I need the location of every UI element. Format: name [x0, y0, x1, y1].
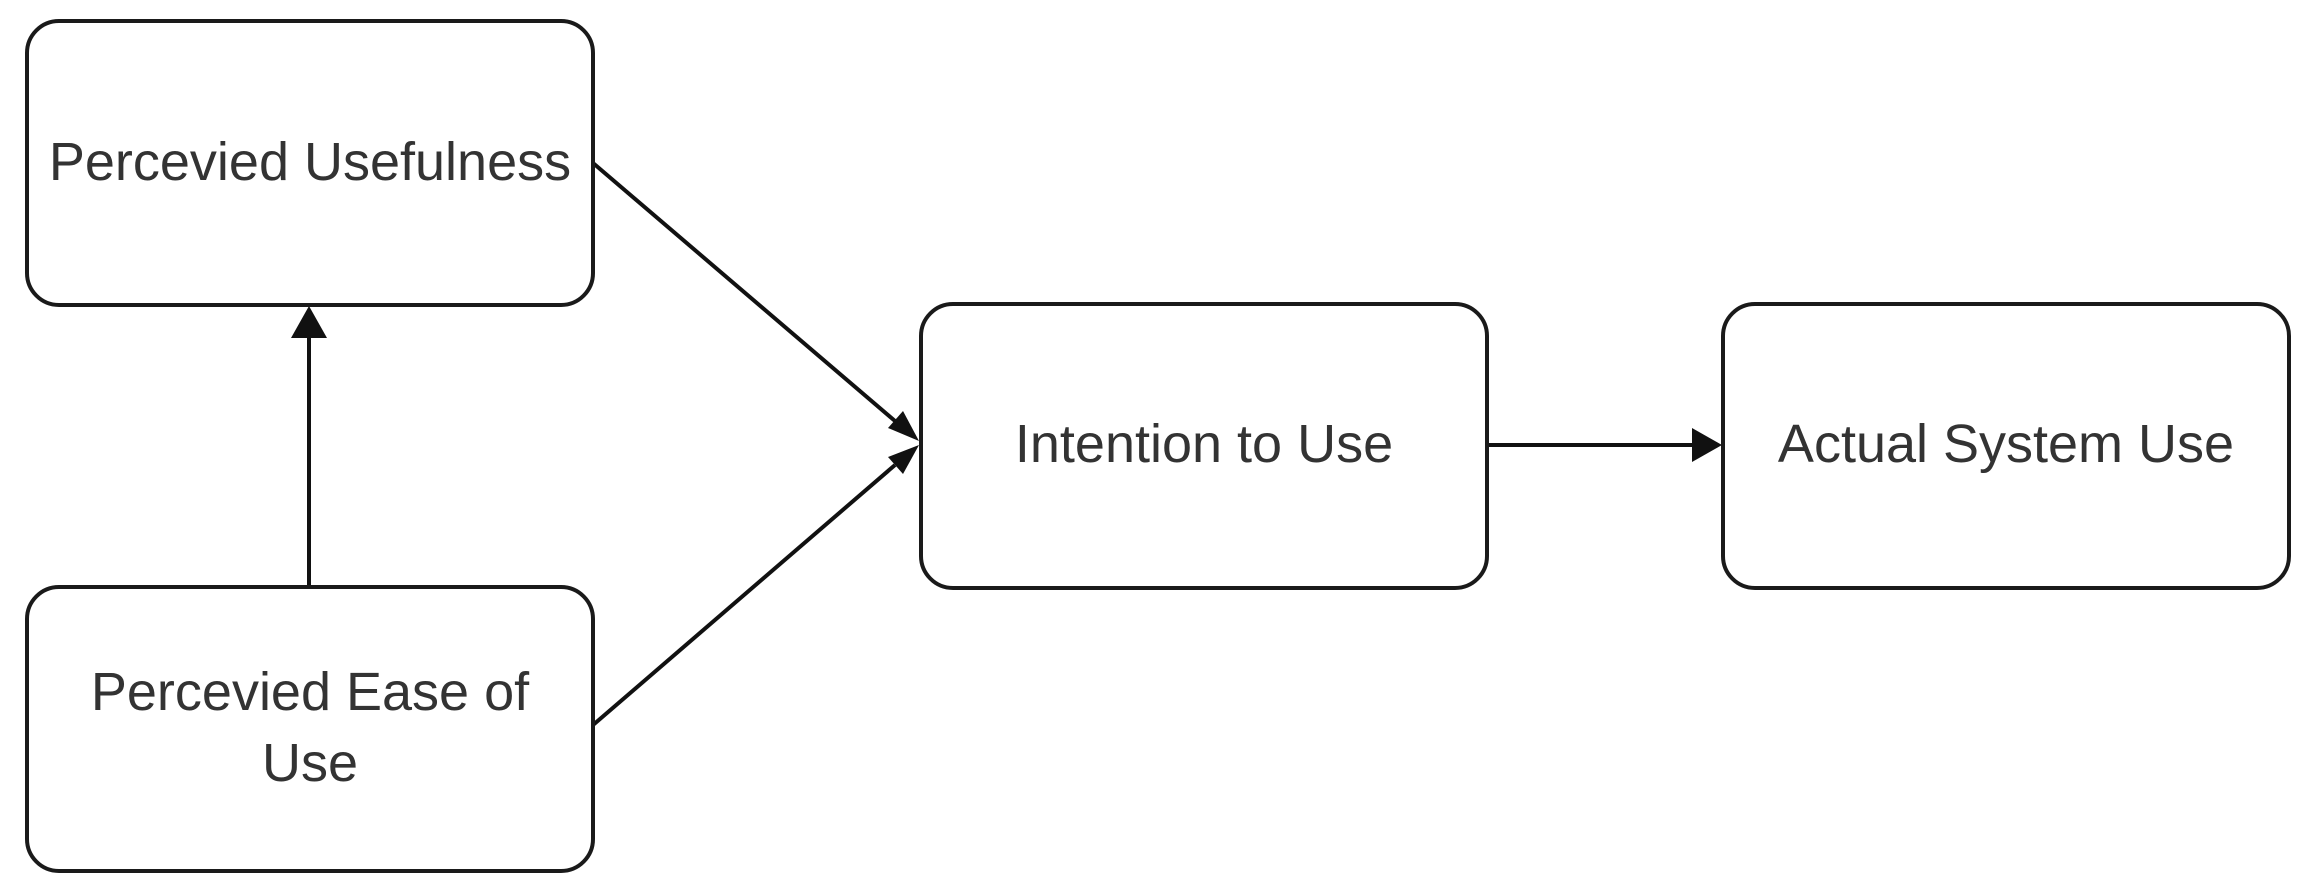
edge-pu-to-itu	[591, 161, 897, 423]
arrowhead-peou-to-pu	[291, 306, 327, 338]
node-perceived-ease-of-use: Percevied Ease of Use	[25, 585, 595, 873]
arrowhead-itu-to-asu	[1692, 428, 1722, 462]
edges	[291, 161, 1722, 727]
node-box	[919, 302, 1489, 590]
node-box	[1721, 302, 2291, 590]
node-label: Percevied Usefulness	[49, 132, 571, 192]
edge-peou-to-itu	[591, 463, 897, 727]
arrowhead-pu-to-itu	[888, 411, 919, 441]
node-label: Intention to Use	[1015, 414, 1393, 474]
node-actual-system-use: Actual System Use	[1721, 302, 2291, 590]
node-label: Actual System Use	[1778, 414, 2234, 474]
node-label-line-1: Percevied Ease of	[91, 662, 530, 722]
node-box	[25, 585, 595, 873]
node-intention-to-use: Intention to Use	[919, 302, 1489, 590]
arrowhead-peou-to-itu	[888, 445, 919, 474]
node-perceived-usefulness: Percevied Usefulness	[25, 19, 595, 307]
node-box	[25, 19, 595, 307]
node-label-line-2: Use	[262, 733, 358, 793]
